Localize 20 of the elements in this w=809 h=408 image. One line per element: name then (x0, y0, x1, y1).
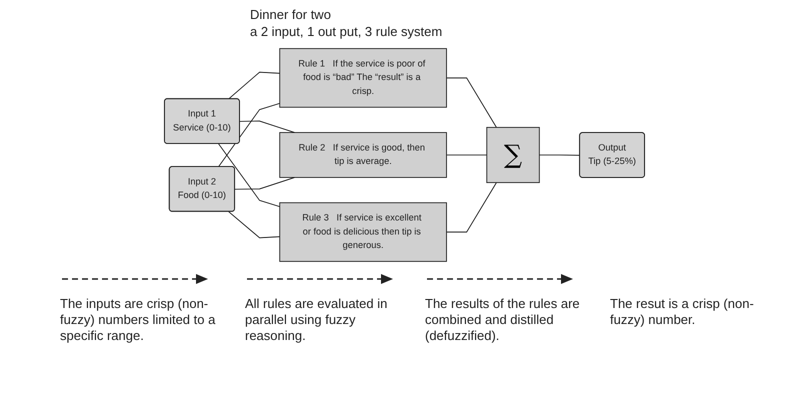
connector (446, 154, 488, 156)
connector (218, 143, 280, 207)
connector (538, 154, 580, 156)
connector (228, 211, 280, 238)
note-text: The inputs are crisp (non-fuzzy) numbers limited to a specific range. (60, 296, 216, 344)
connector (446, 182, 497, 232)
node-box: Rule 1 If the service is poor of food is “bad” The “result” is a crisp. (279, 48, 447, 108)
connector (239, 120, 296, 133)
connector (234, 177, 296, 190)
node-box: ∑ (486, 126, 540, 184)
node-box: Rule 2 If service is good, then tip is average. (279, 132, 447, 178)
diagram-subtitle: a 2 input, 1 out put, 3 rule system (250, 23, 442, 40)
connector (446, 78, 497, 128)
diagram-title: Dinner for two (250, 6, 331, 23)
note-text: The resut is a crisp (non-fuzzy) number. (610, 296, 755, 328)
connector (228, 72, 280, 100)
node-box: Rule 3 If service is excellent or food is delicious then tip is generous. (279, 202, 447, 262)
note-text: All rules are evaluated in parallel using fuzzy reasoning. (245, 296, 388, 344)
connector (218, 103, 280, 168)
note-text: The results of the rules are combined and distilled (defuzzified). (425, 296, 581, 344)
